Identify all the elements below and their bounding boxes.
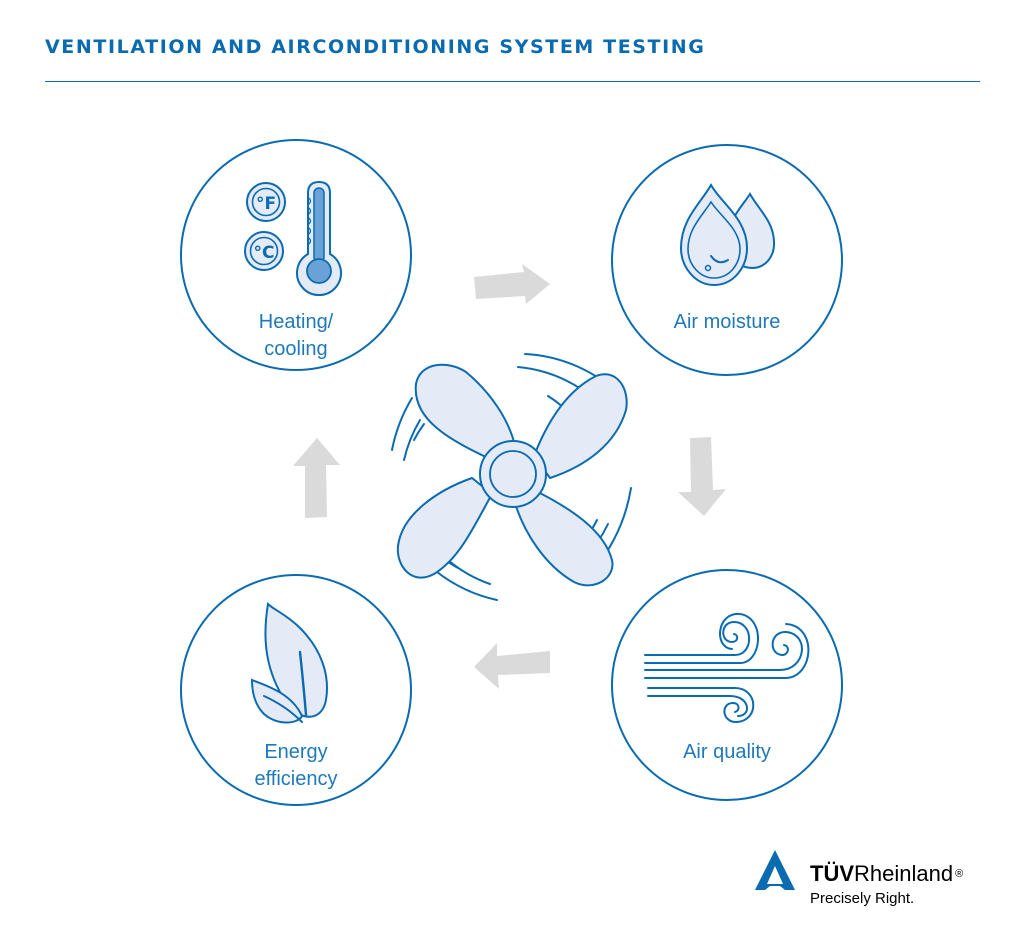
leaf-icon [250, 601, 328, 724]
arrow-up [293, 438, 340, 518]
label-air-moisture: Air moisture [673, 311, 781, 333]
brand-name: TÜVRheinland® [810, 862, 963, 886]
label-heating-cooling: Heating/ cooling [196, 309, 396, 363]
label-energy-efficiency: Energy efficiency [196, 739, 396, 793]
arrow-right [474, 264, 550, 304]
arrow-left [474, 643, 550, 689]
label-air-quality: Air quality [683, 741, 771, 763]
celsius-icon: °C [244, 231, 284, 271]
arrow-down [678, 437, 726, 516]
page-title: VENTILATION AND AIRCONDITIONING SYSTEM T… [45, 36, 706, 58]
brand-tagline: Precisely Right. [810, 890, 915, 907]
node-circle-heating [180, 139, 412, 371]
label-heating-line2: cooling [264, 338, 328, 360]
fahrenheit-symbol: °F [256, 194, 276, 214]
fan-icon [391, 353, 632, 601]
node-circle-quality [611, 569, 843, 801]
brand-name-regular: Rheinland [854, 861, 954, 886]
label-energy-line2: efficiency [254, 768, 338, 790]
label-heating-line1: Heating/ [258, 311, 334, 333]
wind-icon [644, 612, 810, 724]
thermometer-icon [296, 180, 342, 297]
brand-name-bold: TÜV [810, 861, 854, 886]
water-drops-icon [679, 182, 776, 287]
tuv-triangle-logo [755, 850, 795, 890]
brand-block: TÜVRheinland® Precisely Right. [810, 862, 963, 908]
title-divider [45, 81, 980, 82]
fahrenheit-icon: °F [246, 182, 286, 222]
brand-registered-mark: ® [955, 868, 964, 880]
label-energy-line1: Energy [264, 741, 328, 763]
celsius-symbol: °C [254, 243, 275, 263]
